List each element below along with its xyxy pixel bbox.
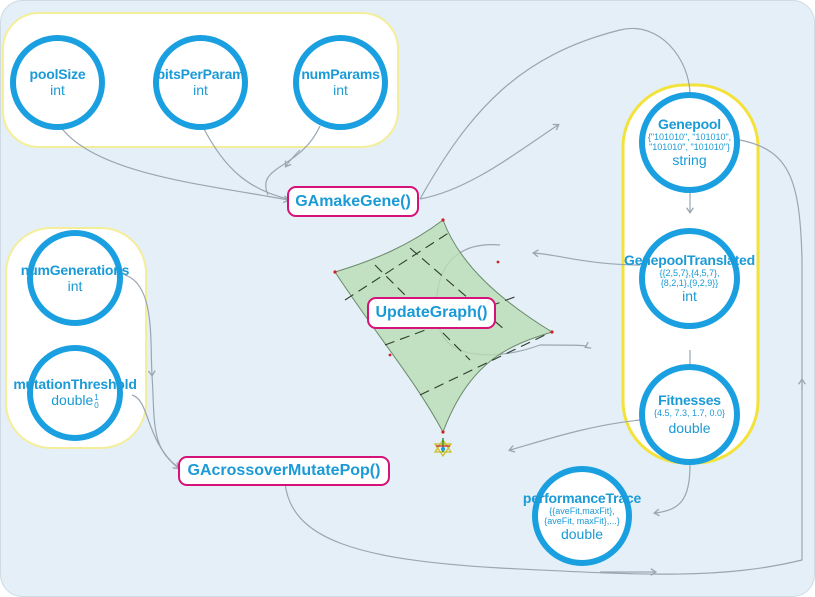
node-type: int <box>67 277 83 294</box>
graph-vertex <box>550 330 554 334</box>
node-type-label: double <box>51 392 94 409</box>
node-name: poolSize <box>29 66 86 82</box>
node-performanceTrace[interactable]: performanceTrace {{aveFit,maxFit}, {aveF… <box>523 466 641 566</box>
node-numGenerations[interactable]: numGenerations int <box>21 230 129 326</box>
graph-axis-gizmo <box>433 438 453 458</box>
edge-numParams-arrow <box>284 149 301 168</box>
node-type: double <box>560 525 604 542</box>
edge-poolSize-to-GAmakeGene <box>59 125 291 204</box>
edge-mutationThreshold-to-GAcrossover <box>131 394 180 470</box>
node-value: {aveFit, maxFit},...} <box>544 515 620 526</box>
edge-numGenerations-to-GAcrossover <box>124 274 156 378</box>
node-type: int <box>193 82 208 98</box>
edge-Genepool-feedback <box>419 27 691 200</box>
node-name: Genepool <box>658 116 721 132</box>
graph-gridline <box>419 334 546 396</box>
function-GAcrossoverMutatePop[interactable]: GAcrossoverMutatePop() <box>178 456 390 486</box>
edge-GAmakeGene-to-Genepool <box>419 123 560 200</box>
node-value: {8,2,1},{9,2,9}} <box>660 278 719 288</box>
edge-Genepool-to-right <box>739 139 803 390</box>
type-superscript: 1 <box>94 392 99 402</box>
node-type: int <box>50 82 65 98</box>
edge-Fitnesses-to-performanceTrace <box>652 464 691 517</box>
node-type: int <box>682 288 697 304</box>
node-type: double <box>668 420 711 436</box>
node-value: "101010", "101010"} <box>649 142 730 152</box>
graph-vertex <box>388 353 392 357</box>
graph-gridline <box>344 231 451 301</box>
type-subscript: 0 <box>94 400 99 410</box>
node-type: string <box>672 152 707 168</box>
edge-GenepoolTranslated-to-UpdateGraph <box>531 249 641 266</box>
node-genepool[interactable]: Genepool {"101010", "101010", "101010", … <box>639 92 740 193</box>
node-name: bitsPerParam <box>156 66 245 82</box>
graph-vertex <box>496 260 500 264</box>
node-value: {{2,5,7},{4,5,7}, <box>659 268 720 278</box>
node-name: GenepoolTranslated <box>624 252 755 268</box>
edge-Fitnesses-to-GAcrossover <box>508 419 641 453</box>
graph-vertex <box>441 430 445 434</box>
node-numParams[interactable]: numParams int <box>293 35 388 130</box>
node-name: numGenerations <box>20 261 130 278</box>
node-value: {4.5, 7.3, 1.7, 0.0} <box>653 408 726 418</box>
node-name: mutationThreshold <box>13 376 137 393</box>
function-GAmakeGene[interactable]: GAmakeGene() <box>287 186 419 217</box>
node-name: numParams <box>301 66 380 82</box>
node-name: performanceTrace <box>522 489 642 506</box>
edge-numParams-to-GAmakeGene <box>265 125 321 196</box>
graph-vertex <box>441 218 445 222</box>
node-poolSize[interactable]: poolSize int <box>10 35 105 130</box>
node-type: int <box>333 82 348 98</box>
edge-GAcrossover-feedback <box>284 420 803 575</box>
node-bitsPerParam[interactable]: bitsPerParam int <box>153 35 248 130</box>
node-value: {{aveFit,maxFit}, <box>549 505 615 516</box>
node-value: {"101010", "101010", <box>647 132 732 142</box>
graph-vertex <box>333 270 337 274</box>
node-genepoolTranslated[interactable]: GenepoolTranslated {{2,5,7},{4,5,7}, {8,… <box>624 228 755 329</box>
function-UpdateGraph[interactable]: UpdateGraph() <box>367 297 496 329</box>
node-fitnesses[interactable]: Fitnesses {4.5, 7.3, 1.7, 0.0} double <box>639 364 740 465</box>
node-name: Fitnesses <box>658 392 721 408</box>
edge-bitsPerParam-to-GAmakeGene <box>202 126 289 200</box>
